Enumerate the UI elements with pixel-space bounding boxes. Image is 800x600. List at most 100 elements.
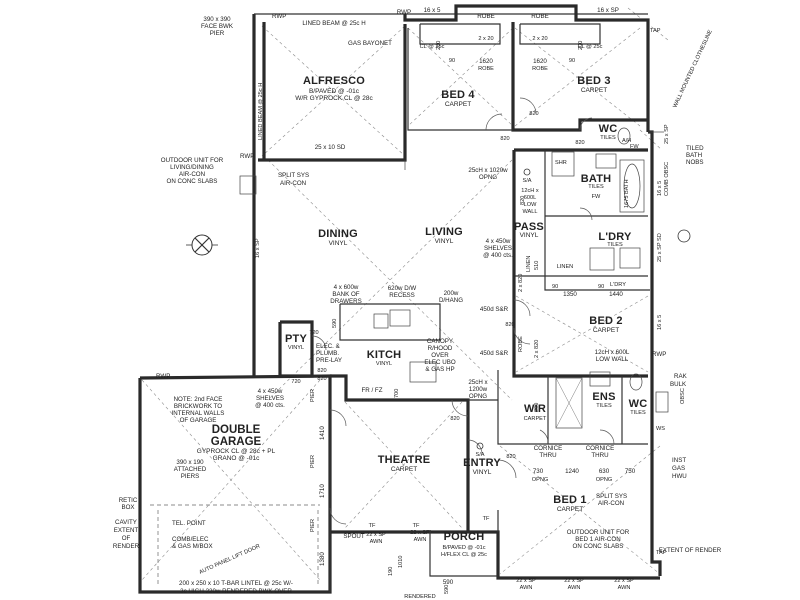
svg-text:L'DRY: L'DRY <box>610 282 626 288</box>
svg-text:22 x SP: 22 x SP <box>614 578 634 584</box>
svg-text:450d S&R: 450d S&R <box>480 350 509 357</box>
room-dining: DINING <box>318 228 358 240</box>
svg-text:SHR: SHR <box>555 160 567 166</box>
svg-text:PIER: PIER <box>310 455 316 468</box>
svg-text:820: 820 <box>450 416 459 422</box>
svg-text:OPNG: OPNG <box>479 174 497 181</box>
svg-text:90: 90 <box>598 284 604 290</box>
svg-text:TILES: TILES <box>600 135 616 141</box>
svg-text:D/HANG: D/HANG <box>439 297 463 304</box>
svg-text:VINYL: VINYL <box>435 238 454 245</box>
svg-text:NOBS: NOBS <box>686 159 704 166</box>
svg-text:CARPET: CARPET <box>391 466 417 473</box>
svg-text:RETIC: RETIC <box>119 497 138 504</box>
svg-text:200: 200 <box>578 41 584 50</box>
svg-text:SPLIT SYS: SPLIT SYS <box>278 172 309 179</box>
svg-text:620w D/W: 620w D/W <box>388 285 417 292</box>
svg-text:FW: FW <box>592 194 601 200</box>
svg-text:200 x 250 x 10 T-BAR LINTEL @: 200 x 250 x 10 T-BAR LINTEL @ 25c W/- <box>179 580 293 587</box>
room-labels: ALFRESCO B/PAVED @ -01c W/R GYPROCK CL @… <box>197 75 648 558</box>
svg-text:4 x 600w: 4 x 600w <box>334 284 359 291</box>
svg-text:CL @ 25c: CL @ 25c <box>420 44 445 50</box>
svg-text:VINYL: VINYL <box>520 232 539 239</box>
svg-text:GRANO @ -01c: GRANO @ -01c <box>213 455 260 462</box>
svg-text:ELEC. &: ELEC. & <box>316 343 341 350</box>
svg-text:590: 590 <box>444 585 450 594</box>
room-pass: PASS <box>514 221 544 233</box>
svg-text:CARPET: CARPET <box>581 87 607 94</box>
svg-text:PLUMB.: PLUMB. <box>316 350 339 357</box>
svg-text:820: 820 <box>317 376 326 382</box>
svg-text:TAP: TAP <box>650 28 661 34</box>
svg-text:820: 820 <box>575 140 584 146</box>
svg-text:CORNICE: CORNICE <box>586 445 615 452</box>
room-theatre: THEATRE <box>378 454 431 466</box>
svg-text:25 x SP SD: 25 x SP SD <box>657 233 663 262</box>
svg-text:RENDERED: RENDERED <box>404 594 435 600</box>
svg-text:820: 820 <box>529 111 538 117</box>
svg-text:4 x 450w: 4 x 450w <box>258 388 283 395</box>
svg-text:RWP: RWP <box>652 351 666 358</box>
svg-text:200: 200 <box>534 403 540 412</box>
svg-text:1710: 1710 <box>319 484 326 498</box>
svg-text:TF: TF <box>413 523 420 529</box>
svg-text:ON CONC SLABS: ON CONC SLABS <box>167 178 218 185</box>
svg-text:CL @ 25c: CL @ 25c <box>578 44 603 50</box>
room-bed1: BED 1 <box>553 494 586 506</box>
svg-text:SPLIT SYS: SPLIT SYS <box>596 493 627 500</box>
svg-text:AWN: AWN <box>520 585 533 591</box>
svg-text:BOX: BOX <box>121 504 134 511</box>
room-bed2: BED 2 <box>589 315 622 327</box>
svg-text:RWP: RWP <box>397 9 411 16</box>
svg-text:VINYL: VINYL <box>288 345 304 351</box>
svg-text:2 x 820: 2 x 820 <box>534 340 540 358</box>
svg-text:4 x 450w: 4 x 450w <box>486 238 511 245</box>
room-double-garage: DOUBLE <box>212 424 261 436</box>
svg-text:16 x 5: 16 x 5 <box>424 7 441 14</box>
room-bed4: BED 4 <box>441 89 475 101</box>
room-ens: ENS <box>592 391 615 403</box>
svg-text:RAK: RAK <box>674 373 688 380</box>
svg-text:VINYL: VINYL <box>329 240 348 247</box>
svg-text:22 x SP: 22 x SP <box>410 530 430 536</box>
smoke-alarm-icon <box>523 168 531 176</box>
svg-text:22 x SP: 22 x SP <box>366 532 386 538</box>
svg-text:ELEC UBO: ELEC UBO <box>424 359 455 366</box>
svg-text:390 x 190: 390 x 190 <box>176 459 204 466</box>
svg-text:25cH x 1020w: 25cH x 1020w <box>468 167 508 174</box>
svg-text:1380: 1380 <box>319 552 326 566</box>
svg-text:25cH x: 25cH x <box>468 379 488 386</box>
svg-text:VINYL: VINYL <box>376 361 392 367</box>
svg-text:390 x 390: 390 x 390 <box>203 16 231 23</box>
svg-text:HWU: HWU <box>672 473 687 480</box>
svg-text:& GAS HP: & GAS HP <box>425 366 454 373</box>
room-diagonals <box>141 7 669 581</box>
svg-text:RWP: RWP <box>272 13 286 20</box>
svg-text:BANK OF: BANK OF <box>332 291 359 298</box>
svg-text:22 x SP: 22 x SP <box>564 578 584 584</box>
fixtures <box>150 127 669 585</box>
svg-text:190: 190 <box>388 567 394 576</box>
svg-text:590: 590 <box>443 579 454 586</box>
svg-text:NOTE: 2nd FACE: NOTE: 2nd FACE <box>174 396 223 403</box>
svg-text:200w: 200w <box>444 290 459 297</box>
svg-text:A/H: A/H <box>622 138 631 144</box>
svg-text:ROBE: ROBE <box>532 66 548 72</box>
svg-text:1675 BATH: 1675 BATH <box>624 179 630 208</box>
svg-text:2 x 20: 2 x 20 <box>532 36 547 42</box>
svg-text:1200w: 1200w <box>469 386 488 393</box>
svg-text:PRE-LAY: PRE-LAY <box>316 357 342 364</box>
toilet-icon <box>617 127 631 145</box>
svg-text:GAS: GAS <box>672 465 685 472</box>
svg-text:PIER: PIER <box>310 519 316 532</box>
room-entry: ENTRY <box>463 457 501 469</box>
room-pty: PTY <box>285 333 307 345</box>
svg-text:TILED: TILED <box>686 145 704 152</box>
svg-text:H/FLEX CL @ 25c: H/FLEX CL @ 25c <box>441 552 487 558</box>
svg-text:BED 1 AIR-CON: BED 1 AIR-CON <box>575 536 620 543</box>
room-wir: WIR <box>524 403 546 415</box>
svg-text:INST: INST <box>672 457 686 464</box>
room-wc-2: WC <box>629 398 648 410</box>
svg-text:@ 400 cts.: @ 400 cts. <box>255 402 285 409</box>
svg-text:1620: 1620 <box>533 58 547 65</box>
